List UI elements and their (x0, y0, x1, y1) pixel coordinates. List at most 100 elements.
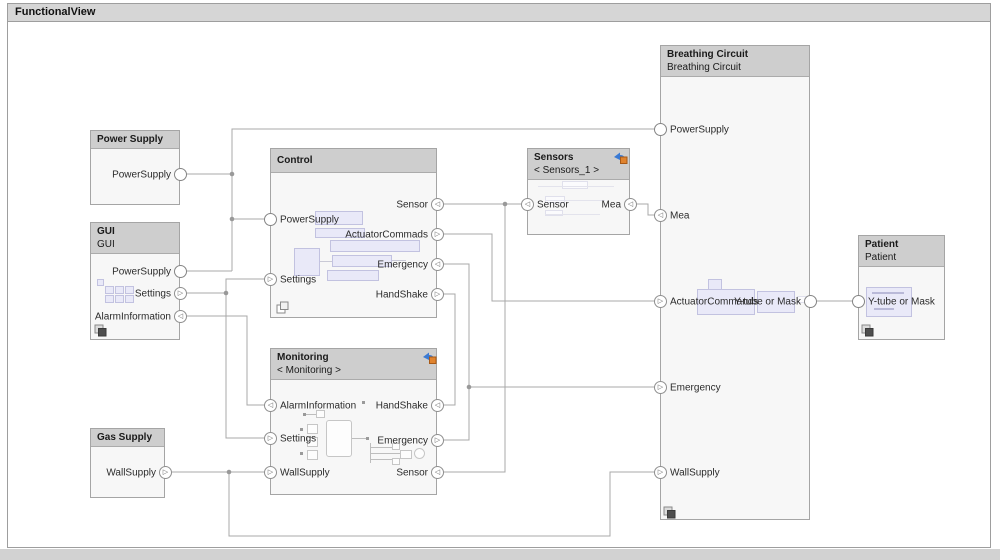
port-ytube-or-mask[interactable]: Y-tube or Mask (734, 295, 817, 308)
wire-wallsupply[interactable] (228, 471, 660, 537)
physical-port-icon[interactable] (654, 123, 667, 136)
component-breathing-circuit[interactable]: Breathing Circuit Breathing Circuit (660, 45, 810, 520)
physical-port-icon[interactable] (852, 295, 865, 308)
output-port-icon[interactable] (431, 288, 444, 301)
output-port-icon[interactable] (264, 273, 277, 286)
port-powersupply[interactable]: PowerSupply (654, 123, 729, 136)
linked-model-icon (423, 352, 437, 364)
port-settings[interactable]: Settings (135, 287, 187, 300)
port-label: HandShake (375, 400, 428, 411)
wire-actuatorcommands[interactable] (437, 233, 660, 302)
input-port-icon[interactable] (654, 209, 667, 222)
linked-model-icon (614, 152, 628, 164)
port-label: WallSupply (670, 467, 720, 478)
output-port-icon[interactable] (264, 432, 277, 445)
port-wallsupply[interactable]: WallSupply (264, 466, 330, 479)
output-port-icon[interactable] (654, 466, 667, 479)
port-mea[interactable]: Mea (602, 198, 637, 211)
port-label: Y-tube or Mask (734, 296, 801, 307)
monitoring-thumbnail (300, 428, 303, 431)
wire-junction (466, 384, 472, 390)
wire-powersupply[interactable] (231, 128, 660, 271)
port-alarminformation[interactable]: AlarmInformation (95, 310, 187, 323)
output-port-icon[interactable] (654, 295, 667, 308)
gui-thumbnail (115, 286, 124, 294)
input-port-icon[interactable] (431, 198, 444, 211)
port-alarminformation[interactable]: AlarmInformation (264, 399, 356, 412)
physical-port-icon[interactable] (174, 168, 187, 181)
wire-emergency[interactable] (437, 263, 470, 441)
wire-junction (229, 216, 235, 222)
port-label: Settings (280, 433, 317, 444)
port-mea[interactable]: Mea (654, 209, 689, 222)
component-subtitle: < Monitoring > (277, 365, 341, 376)
port-emergency[interactable]: Emergency (377, 258, 444, 271)
output-port-icon[interactable] (174, 287, 187, 300)
gui-thumbnail (105, 295, 114, 303)
port-label: Mea (601, 199, 621, 210)
wire-alarminformation[interactable] (180, 315, 270, 406)
wire-settings[interactable] (225, 293, 270, 439)
component-title: Control (277, 155, 313, 166)
port-ytube-or-mask[interactable]: Y-tube or Mask (852, 295, 935, 308)
monitoring-thumbnail (300, 452, 303, 455)
port-emergency[interactable]: Emergency (654, 381, 721, 394)
horizontal-scrollbar[interactable] (0, 549, 1000, 560)
component-subtitle: < Sensors_1 > (534, 165, 600, 176)
reference-icon (663, 506, 676, 519)
input-port-icon[interactable] (174, 310, 187, 323)
port-settings[interactable]: Settings (264, 432, 316, 445)
port-powersupply[interactable]: PowerSupply (112, 168, 187, 181)
port-sensor[interactable]: Sensor (396, 198, 444, 211)
input-port-icon[interactable] (431, 399, 444, 412)
component-title: GUI (97, 226, 115, 237)
input-port-icon[interactable] (624, 198, 637, 211)
output-port-icon[interactable] (431, 228, 444, 241)
component-monitoring[interactable]: Monitoring < Monitoring > (270, 348, 437, 495)
reference-icon (861, 324, 874, 337)
port-actuatorcommands[interactable]: ActuatorCommands (654, 295, 758, 308)
component-header: Monitoring < Monitoring > (271, 349, 436, 380)
physical-port-icon[interactable] (174, 265, 187, 278)
port-emergency[interactable]: Emergency (377, 434, 444, 447)
output-port-icon[interactable] (654, 381, 667, 394)
port-wallsupply[interactable]: WallSupply (106, 466, 172, 479)
port-powersupply[interactable]: PowerSupply (112, 265, 187, 278)
component-header: Patient Patient (859, 236, 944, 267)
port-sensor[interactable]: Sensor (396, 466, 444, 479)
component-power-supply[interactable]: Power Supply (90, 130, 180, 205)
input-port-icon[interactable] (431, 258, 444, 271)
port-settings[interactable]: Settings (264, 273, 316, 286)
output-port-icon[interactable] (264, 466, 277, 479)
port-label: AlarmInformation (280, 400, 357, 411)
output-port-icon[interactable] (159, 466, 172, 479)
physical-port-icon[interactable] (264, 213, 277, 226)
wire-sensor[interactable] (437, 204, 506, 473)
wire-settings[interactable] (225, 278, 270, 293)
component-title: Breathing Circuit (667, 49, 749, 60)
port-handshake[interactable]: HandShake (376, 399, 444, 412)
port-actuatorcommands[interactable]: ActuatorCommads (345, 228, 444, 241)
input-port-icon[interactable] (521, 198, 534, 211)
port-label: PowerSupply (112, 266, 171, 277)
port-label: PowerSupply (280, 214, 339, 225)
physical-port-icon[interactable] (804, 295, 817, 308)
component-gas-supply[interactable]: Gas Supply (90, 428, 165, 498)
sensors-thumbnail (545, 196, 565, 203)
patient-thumbnail (874, 308, 894, 310)
component-sensors[interactable]: Sensors < Sensors_1 > (527, 148, 630, 235)
port-powersupply[interactable]: PowerSupply (264, 213, 339, 226)
port-sensor[interactable]: Sensor (521, 198, 569, 211)
port-wallsupply[interactable]: WallSupply (654, 466, 720, 479)
input-port-icon[interactable] (264, 399, 277, 412)
wire-handshake[interactable] (437, 293, 456, 406)
component-subtitle: Breathing Circuit (667, 62, 741, 73)
port-label: WallSupply (280, 467, 330, 478)
output-port-icon[interactable] (431, 434, 444, 447)
port-label: PowerSupply (670, 124, 729, 135)
input-port-icon[interactable] (431, 466, 444, 479)
wire-junction (502, 201, 508, 207)
port-handshake[interactable]: HandShake (376, 288, 444, 301)
component-gui[interactable]: GUI GUI (90, 222, 180, 340)
port-label: Y-tube or Mask (868, 296, 935, 307)
